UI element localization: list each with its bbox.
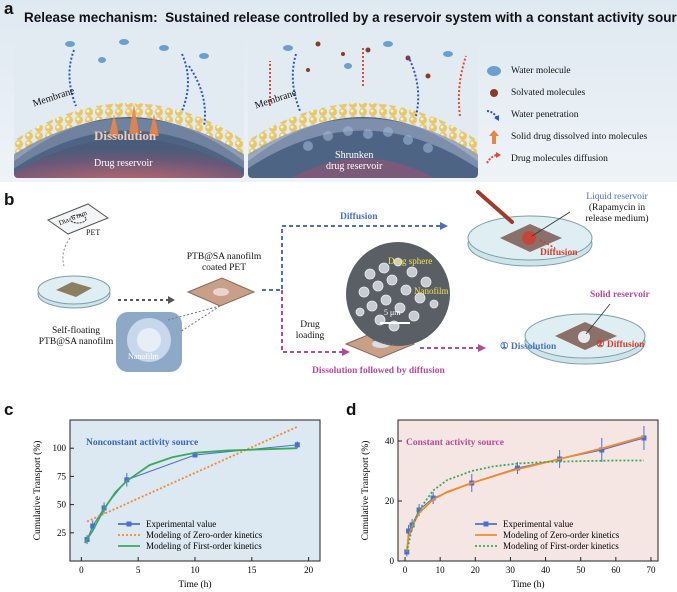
dissolution-label: Dissolution: [94, 128, 157, 143]
nanofilm-inset-label: Nanofilm: [128, 352, 159, 361]
panel-a-legend: Water molecule Solvated molecules Water …: [485, 60, 675, 180]
dissolution-followed-label: Dissolution followed by diffusion: [312, 366, 445, 376]
legend-label: Modeling of First-order kinetics: [146, 541, 262, 551]
series-line-model: [405, 459, 644, 553]
left-scene-illustration: Membrane Dissolution Drug reservoir: [14, 36, 244, 178]
legend-row-water-penetration: Water penetration: [485, 108, 579, 122]
legend-label: Modeling of First-order kinetics: [503, 541, 619, 551]
series-line-model: [405, 435, 645, 553]
x-axis-label: Time (h): [511, 579, 544, 590]
y-tick-label: 40: [385, 436, 395, 446]
pet-label: PET: [86, 228, 101, 237]
x-tick-label: 5: [136, 565, 141, 575]
x-tick-label: 10: [436, 565, 446, 575]
water-molecule-icon: [487, 66, 501, 76]
shrunken-reservoir-label: Shrunken drug reservoir: [326, 150, 383, 172]
drug-reservoir-label: Drug reservoir: [94, 158, 153, 169]
liquid-reservoir-label: Liquid reservoir (Rapamycin in release m…: [585, 192, 649, 224]
y-tick-label: 0: [390, 556, 395, 566]
data-point: [192, 452, 198, 458]
x-tick-label: 40: [541, 565, 551, 575]
right-scene-illustration: Membrane Shrunken drug reservoir: [248, 36, 478, 178]
y-tick-label: 25: [57, 528, 67, 538]
x-tick-label: 10: [191, 565, 201, 575]
data-point: [124, 477, 130, 483]
data-point: [406, 528, 412, 534]
legend-label: Modeling of Zero-order kinetics: [503, 530, 620, 540]
dissolution-step-label: ① Dissolution: [500, 342, 557, 352]
x-tick-label: 0: [403, 565, 408, 575]
y-axis-label: Cumulative Transport (%): [360, 441, 371, 541]
data-point: [90, 523, 96, 529]
x-tick-label: 70: [646, 565, 656, 575]
y-tick-label: 20: [385, 496, 395, 506]
panel-label-c: c: [4, 400, 14, 419]
data-point: [599, 447, 605, 453]
liquid-diffusion-label: Diffusion: [540, 248, 578, 258]
legend-row-solvated: Solvated molecules: [485, 86, 585, 100]
data-point: [416, 507, 422, 513]
data-point: [430, 495, 436, 501]
scale-bar-label: 5 μm: [384, 308, 401, 317]
panel-a-title: Release mechanism: Sustained release con…: [24, 10, 677, 25]
series-line-model: [84, 447, 298, 544]
legend-row-drug-diffusion: Drug molecules diffusion: [485, 152, 608, 166]
panel-b: b: [0, 182, 677, 392]
data-point: [641, 435, 647, 441]
x-tick-label: 20: [304, 565, 314, 575]
x-tick-label: 0: [79, 565, 84, 575]
x-tick-label: 30: [506, 565, 516, 575]
data-point: [514, 465, 520, 471]
x-axis-label: Time (h): [178, 579, 211, 590]
panel-b-drawing: [37, 190, 646, 372]
x-tick-label: 60: [611, 565, 621, 575]
panel-label-d: d: [346, 400, 357, 419]
legend-label: Experimental value: [503, 519, 573, 529]
chart-title: Constant activity source: [406, 438, 504, 448]
x-tick-label: 15: [247, 565, 257, 575]
panel-a: a Release mechanism: Sustained release c…: [0, 0, 677, 182]
y-tick-label: 50: [57, 500, 67, 510]
coated-pet-label: PTB@SA nanofilm coated PET: [186, 252, 262, 273]
plot-area: [69, 419, 321, 562]
panel-label-b: b: [4, 190, 15, 209]
drug-diffusion-arrow-icon: [486, 152, 501, 164]
y-tick-label: 75: [57, 471, 67, 481]
legend-label: Modeling of Zero-order kinetics: [146, 530, 263, 540]
plot-area: [397, 419, 659, 562]
x-tick-label: 20: [471, 565, 481, 575]
legend-marker: [483, 521, 489, 527]
chart-title: Nonconstant activity source: [86, 438, 198, 448]
water-penetration-arrow-icon: [486, 110, 499, 121]
legend-label: Experimental value: [146, 519, 216, 529]
y-axis-label: Cumulative Transport (%): [32, 441, 43, 541]
legend-row-water: Water molecule: [485, 64, 571, 78]
solid-drug-arrow-icon: [489, 130, 499, 144]
diffusion-path-label: Diffusion: [340, 212, 378, 222]
drug-loading-label: Drug loading: [295, 320, 325, 341]
data-point: [294, 442, 300, 448]
series-line-model: [86, 425, 298, 523]
solvated-molecule-icon: [490, 89, 498, 97]
y-tick-label: 100: [53, 443, 67, 453]
legend-marker: [126, 521, 132, 527]
drug-sphere-label: Drug sphere: [388, 256, 433, 266]
diffusion-step-label: ② Diffusion: [596, 340, 645, 350]
nanofilm-sem-label: Nanofilm: [414, 286, 449, 296]
legend-row-solid-drug: Solid drug dissolved into molecules: [485, 130, 647, 144]
solid-reservoir-label: Solid reservoir: [590, 290, 650, 300]
panel-label-a: a: [4, 0, 14, 18]
x-tick-label: 50: [576, 565, 586, 575]
self-floating-label: Self-floating PTB@SA nanofilm: [38, 326, 114, 347]
